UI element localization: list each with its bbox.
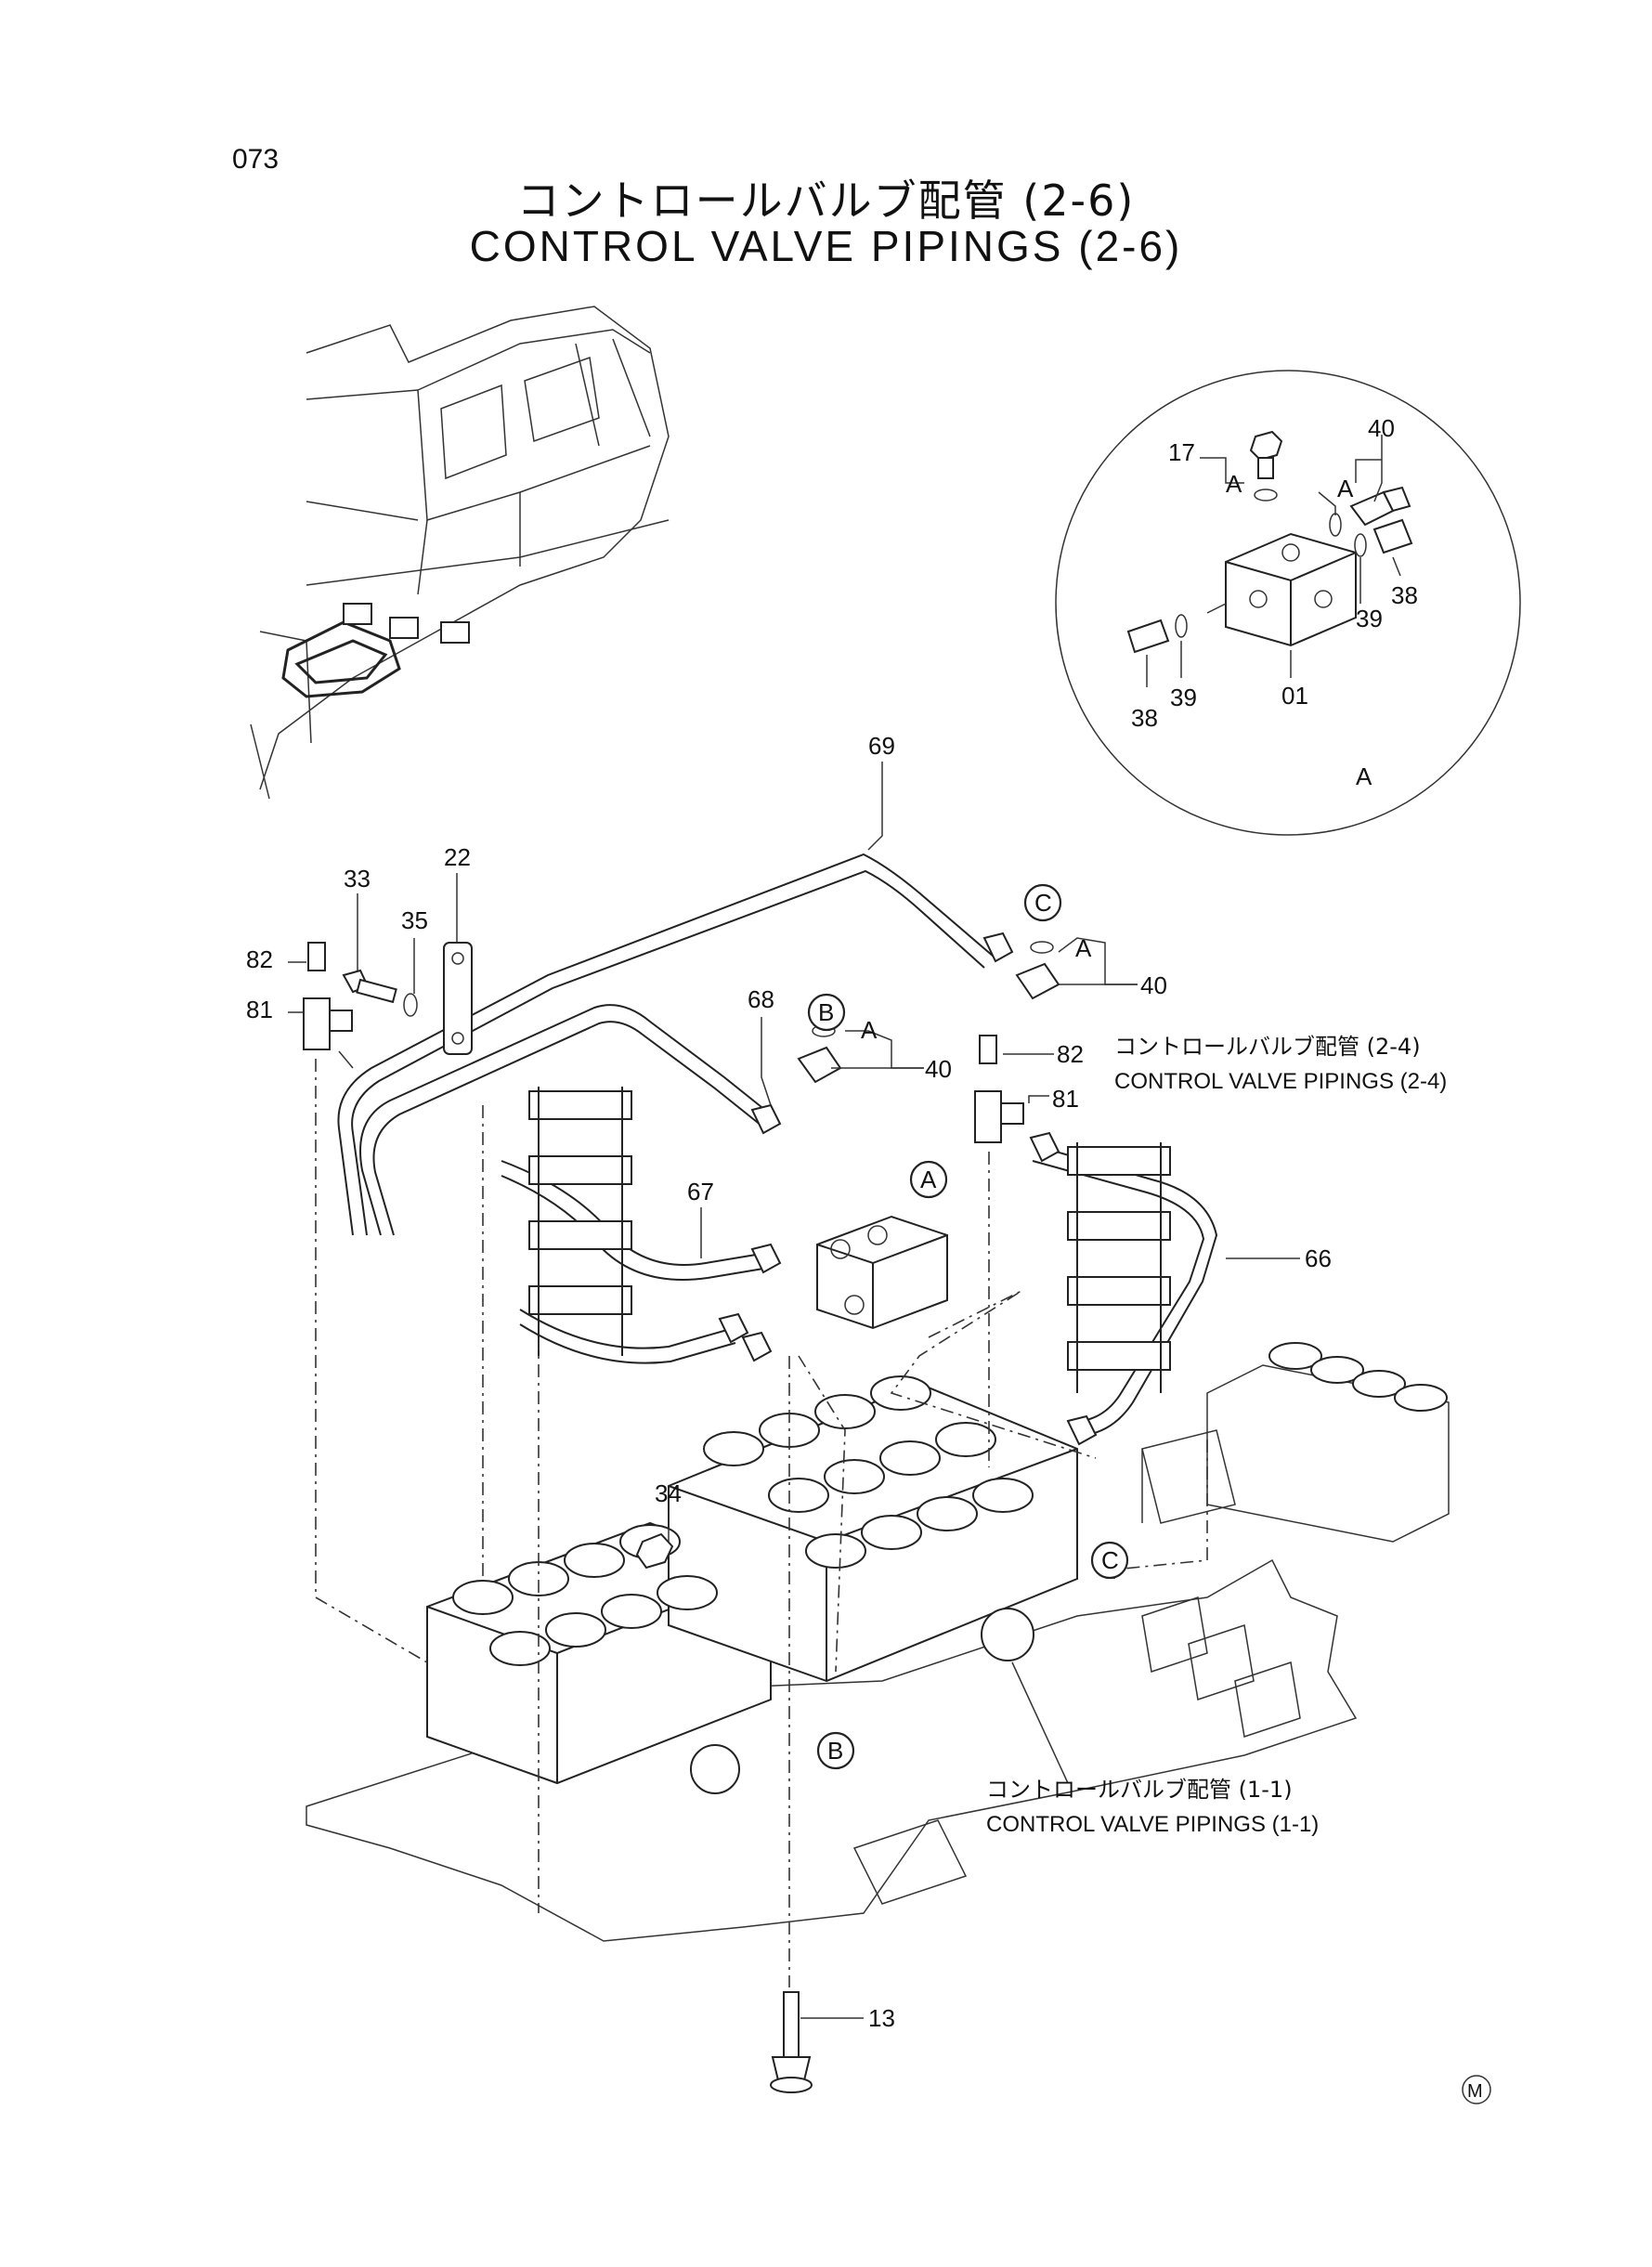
detail-label-a: A bbox=[1356, 762, 1372, 790]
page-title-english: CONTROL VALVE PIPINGS (2-6) bbox=[469, 222, 1183, 270]
part-label-66: 66 bbox=[1305, 1244, 1332, 1272]
part-labels: 69 22 33 35 82 81 68 A 40 A 40 82 81 67 … bbox=[246, 732, 1332, 2032]
callout-label-b-bottom: B bbox=[827, 1737, 843, 1765]
callout-circle-b-bottom bbox=[816, 1731, 855, 1770]
part-label-33: 33 bbox=[344, 865, 371, 892]
detail-view-a: 17 A 40 A 38 39 39 38 01 A bbox=[1055, 370, 1521, 836]
part-label-a-detail-1: A bbox=[1226, 470, 1242, 498]
callout-label-a: A bbox=[920, 1166, 937, 1193]
reference-1-1-english: CONTROL VALVE PIPINGS (1-1) bbox=[986, 1812, 1319, 1837]
reference-2-4-english: CONTROL VALVE PIPINGS (2-4) bbox=[1114, 1069, 1447, 1094]
callout-label-b-top: B bbox=[818, 998, 834, 1026]
cross-references: コントロールバルブ配管 (2-4) CONTROL VALVE PIPINGS … bbox=[986, 1034, 1447, 1837]
control-valve-and-base bbox=[306, 1375, 1358, 1942]
right-side-structures bbox=[852, 1342, 1450, 1905]
part-label-68: 68 bbox=[748, 985, 774, 1013]
clamps bbox=[443, 942, 1171, 1393]
part-label-81-right: 81 bbox=[1052, 1085, 1079, 1113]
part-label-40-near-c: 40 bbox=[1140, 971, 1167, 999]
machine-overview-illustration bbox=[250, 306, 670, 800]
page-number: 073 bbox=[232, 144, 280, 175]
circled-m-mark: M bbox=[1462, 2075, 1491, 2104]
part-label-38-right: 38 bbox=[1391, 581, 1418, 609]
part-label-01: 01 bbox=[1281, 682, 1308, 710]
part-label-a-detail-2: A bbox=[1337, 475, 1354, 502]
part-label-35: 35 bbox=[401, 906, 428, 934]
part-label-a-near-b: A bbox=[861, 1016, 878, 1044]
part-label-39-left: 39 bbox=[1170, 684, 1197, 711]
pipe-assembly bbox=[337, 853, 1218, 1446]
callout-circles: B C A C B bbox=[807, 883, 1129, 1770]
part-label-34: 34 bbox=[655, 1479, 682, 1507]
part-label-22: 22 bbox=[444, 843, 471, 871]
part-label-40-detail: 40 bbox=[1368, 414, 1395, 442]
part-label-a-near-c: A bbox=[1075, 934, 1092, 962]
part-label-40-near-b: 40 bbox=[925, 1055, 952, 1083]
part-label-69: 69 bbox=[868, 732, 895, 760]
mark-letter: M bbox=[1467, 2081, 1483, 2102]
leader-lines bbox=[288, 762, 1300, 2019]
callout-circle-a bbox=[909, 1160, 948, 1199]
part-label-82-right: 82 bbox=[1057, 1040, 1084, 1068]
callout-label-c-bottom: C bbox=[1101, 1546, 1119, 1574]
center-valve-block bbox=[816, 1215, 948, 1330]
part-label-13: 13 bbox=[868, 2004, 895, 2032]
callout-circle-c-bottom bbox=[1090, 1541, 1129, 1580]
callout-circle-c-top bbox=[1023, 883, 1062, 922]
part-label-82-left: 82 bbox=[246, 945, 273, 973]
part-label-81-left: 81 bbox=[246, 996, 273, 1023]
reference-2-4-japanese: コントロールバルブ配管 (2-4) bbox=[1114, 1034, 1421, 1060]
page-title-japanese: コントロールバルブ配管 (2-6) bbox=[516, 176, 1136, 226]
callout-label-c-top: C bbox=[1034, 889, 1052, 917]
part-label-38-left: 38 bbox=[1131, 704, 1158, 732]
reference-1-1-japanese: コントロールバルブ配管 (1-1) bbox=[986, 1777, 1293, 1803]
part-label-17: 17 bbox=[1168, 438, 1195, 466]
callout-circle-b-top bbox=[807, 993, 846, 1032]
part-label-67: 67 bbox=[687, 1178, 714, 1205]
part-label-39-right: 39 bbox=[1356, 605, 1383, 632]
fittings bbox=[303, 941, 1060, 2093]
